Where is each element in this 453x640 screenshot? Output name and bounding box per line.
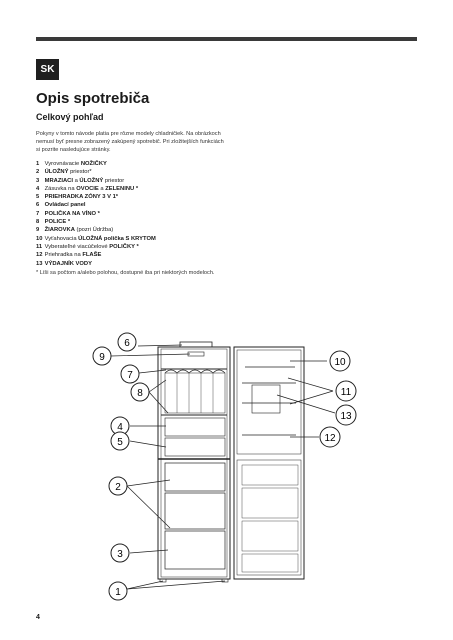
zone-3in1-drawer	[164, 437, 226, 457]
callout-2: 2	[108, 476, 128, 496]
list-item: 11 Vyberateľné viacúčelové POLIČKY *	[36, 243, 139, 250]
svg-text:5: 5	[117, 437, 123, 448]
callout-6: 6	[117, 332, 137, 352]
crisper-drawer	[164, 417, 226, 437]
list-item: 4 Zásuvka na OVOCIE a ZELENINU *	[36, 185, 139, 192]
language-badge: SK	[36, 59, 59, 80]
shelf-region	[164, 372, 226, 414]
svg-text:6: 6	[124, 338, 130, 349]
intro-line: Pokyny v tomto návode platia pre rôzne m…	[36, 131, 221, 137]
callout-13: 13	[335, 404, 357, 426]
section-title: Celkový pohľad	[36, 112, 104, 122]
list-item: 6 Ovládací panel	[36, 202, 86, 209]
svg-text:7: 7	[127, 370, 133, 381]
callout-12: 12	[319, 426, 341, 448]
svg-text:12: 12	[324, 433, 336, 444]
svg-text:9: 9	[99, 352, 105, 363]
callout-11: 11	[335, 380, 357, 402]
list-item: 13 VÝDAJNÍK VODY	[36, 260, 92, 267]
svg-text:13: 13	[340, 411, 352, 422]
wine-rack	[164, 369, 226, 374]
callout-5: 5	[110, 431, 130, 451]
list-item: 5 PRIEHRADKA ZÓNY 3 V 1*	[36, 194, 119, 201]
leader-lines	[110, 344, 336, 590]
leveling-foot	[221, 578, 229, 583]
callout-9: 9	[92, 346, 112, 366]
svg-text:11: 11	[341, 387, 352, 398]
callout-10: 10	[329, 350, 351, 372]
list-item: 1 Vyrovnávacie NOŽIČKY	[36, 161, 107, 167]
list-item: 2 ÚLOŽNÝ priestor*	[36, 169, 92, 176]
svg-text:10: 10	[334, 357, 346, 368]
callout-4: 4	[110, 416, 130, 436]
list-item: 7 POLIČKA NA VÍNO *	[36, 210, 100, 217]
callout-markers: 6 9 7 8 4 5 2 3 1 10 11 13 12	[92, 332, 357, 601]
list-item: 10 Vyťahovacia ÚLOŽNÁ polička S KRYTOM	[36, 235, 156, 242]
control-panel	[179, 341, 213, 348]
lamp	[187, 351, 205, 357]
svg-text:4: 4	[117, 422, 123, 433]
svg-text:3: 3	[117, 549, 123, 560]
door-inner-bottom	[236, 459, 302, 576]
top-rule	[36, 37, 417, 41]
intro-line: nemusí byť presne zobrazený zakúpený spo…	[36, 139, 224, 145]
list-item: 9 ŽIAROVKA (pozri Údržba)	[36, 227, 114, 234]
door-inner-top	[236, 349, 302, 455]
svg-text:8: 8	[137, 388, 143, 399]
svg-text:1: 1	[115, 587, 121, 598]
fridge-inner-outline	[160, 348, 228, 578]
parts-list: 1 Vyrovnávacie NOŽIČKY 2 ÚLOŽNÝ priestor…	[36, 160, 156, 268]
door-outline	[233, 346, 305, 580]
list-item: 3 MRAZIACI a ÚLOŽNÝ priestor	[36, 177, 125, 184]
refrigerator-diagram: 6 9 7 8 4 5 2 3 1 10 11 13 12	[92, 332, 357, 601]
callout-3: 3	[110, 543, 130, 563]
list-item: 8 POLICE *	[36, 219, 71, 226]
water-dispenser	[251, 384, 281, 414]
callout-7: 7	[120, 364, 140, 384]
intro-line: si pozrite nasledujúce stránky.	[36, 147, 111, 153]
intro-paragraph: Pokyny v tomto návode platia pre rôzne m…	[36, 130, 236, 154]
freezer-drawer	[164, 462, 226, 492]
svg-text:2: 2	[115, 482, 121, 493]
page-number: 4	[36, 614, 40, 621]
list-item: 12 Priehradka na FLAŠE	[36, 252, 102, 259]
leveling-foot	[159, 578, 167, 583]
callout-1: 1	[108, 581, 128, 601]
freezer-drawer	[164, 530, 226, 570]
freezer-drawer	[164, 492, 226, 530]
page-title: Opis spotrebiča	[36, 90, 150, 107]
callout-8: 8	[130, 382, 150, 402]
footnote: * Líši sa počtom a/alebo polohou, dostup…	[36, 270, 215, 276]
